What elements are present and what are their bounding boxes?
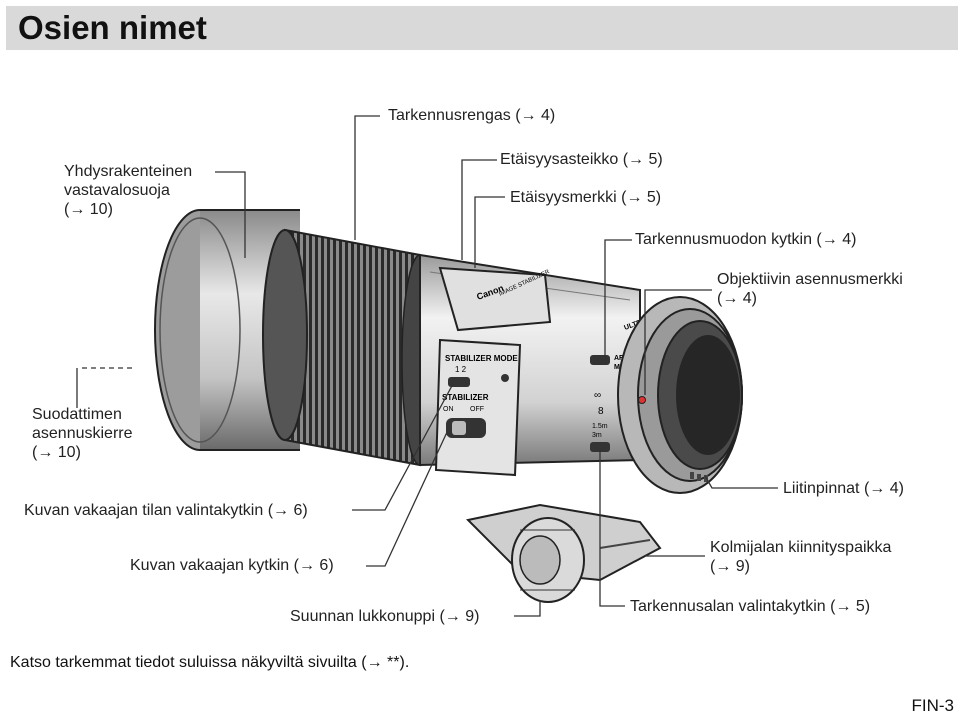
switch-panel: STABILIZER MODE 1 2 STABILIZER ON OFF	[434, 338, 522, 477]
label-focus-ring: Tarkennusrengas (→ 4)	[388, 107, 556, 124]
stabilizer-on-label: ON	[443, 406, 454, 413]
callout-lines	[76, 115, 778, 617]
stabilizer-label: STABILIZER	[442, 393, 489, 402]
label-distance-scale: Etäisyysasteikko (→ 5)	[500, 151, 663, 168]
label-mount-index: Objektiivin asennusmerkki (→ 4)	[717, 271, 903, 307]
stabilizer-off-label: OFF	[470, 406, 484, 413]
page-title: Osien nimet	[18, 9, 207, 46]
title-bar: Osien nimet	[6, 6, 958, 50]
distance-window: Canon IMAGE STABILIZER	[438, 266, 551, 332]
page-number: FIN-3	[911, 696, 955, 715]
stabilizer-mode-label: STABILIZER MODE	[445, 354, 518, 363]
label-stabilizer-switch: Kuvan vakaajan kytkin (→ 6)	[130, 557, 334, 574]
label-focus-range: Tarkennusalan valintakytkin (→ 5)	[630, 598, 871, 615]
af-label: AF	[614, 355, 624, 362]
label-hood: Yhdysrakenteinen vastavalosuoja (→ 10)	[64, 163, 193, 218]
footnote: Katso tarkemmat tiedot suluissa näkyvilt…	[10, 654, 410, 671]
label-focus-mode-switch: Tarkennusmuodon kytkin (→ 4)	[635, 231, 857, 248]
label-contacts: Liitinpinnat (→ 4)	[783, 480, 904, 497]
label-lock-knob: Suunnan lukkonuppi (→ 9)	[290, 608, 480, 625]
distance-1-5m: 1.5m	[592, 423, 608, 430]
distance-infinity: ∞	[594, 390, 601, 401]
mode-values-label: 1 2	[455, 365, 467, 374]
focus-range-switch-graphic	[590, 442, 610, 452]
distance-8: 8	[598, 406, 604, 417]
label-distance-mark: Etäisyysmerkki (→ 5)	[510, 189, 662, 206]
lens-mount	[617, 296, 743, 494]
lock-knob	[511, 517, 585, 603]
focus-ring	[262, 228, 439, 467]
stabilizer-mode-switch	[448, 377, 470, 387]
label-tripod-socket: Kolmijalan kiinnityspaikka (→ 9)	[710, 539, 892, 575]
label-stabilizer-mode: Kuvan vakaajan tilan valintakytkin (→ 6)	[24, 502, 308, 519]
distance-3m: 3m	[592, 432, 602, 439]
label-filter-thread: Suodattimen asennuskierre (→ 10)	[32, 406, 133, 461]
focus-mode-switch-graphic	[590, 355, 610, 365]
